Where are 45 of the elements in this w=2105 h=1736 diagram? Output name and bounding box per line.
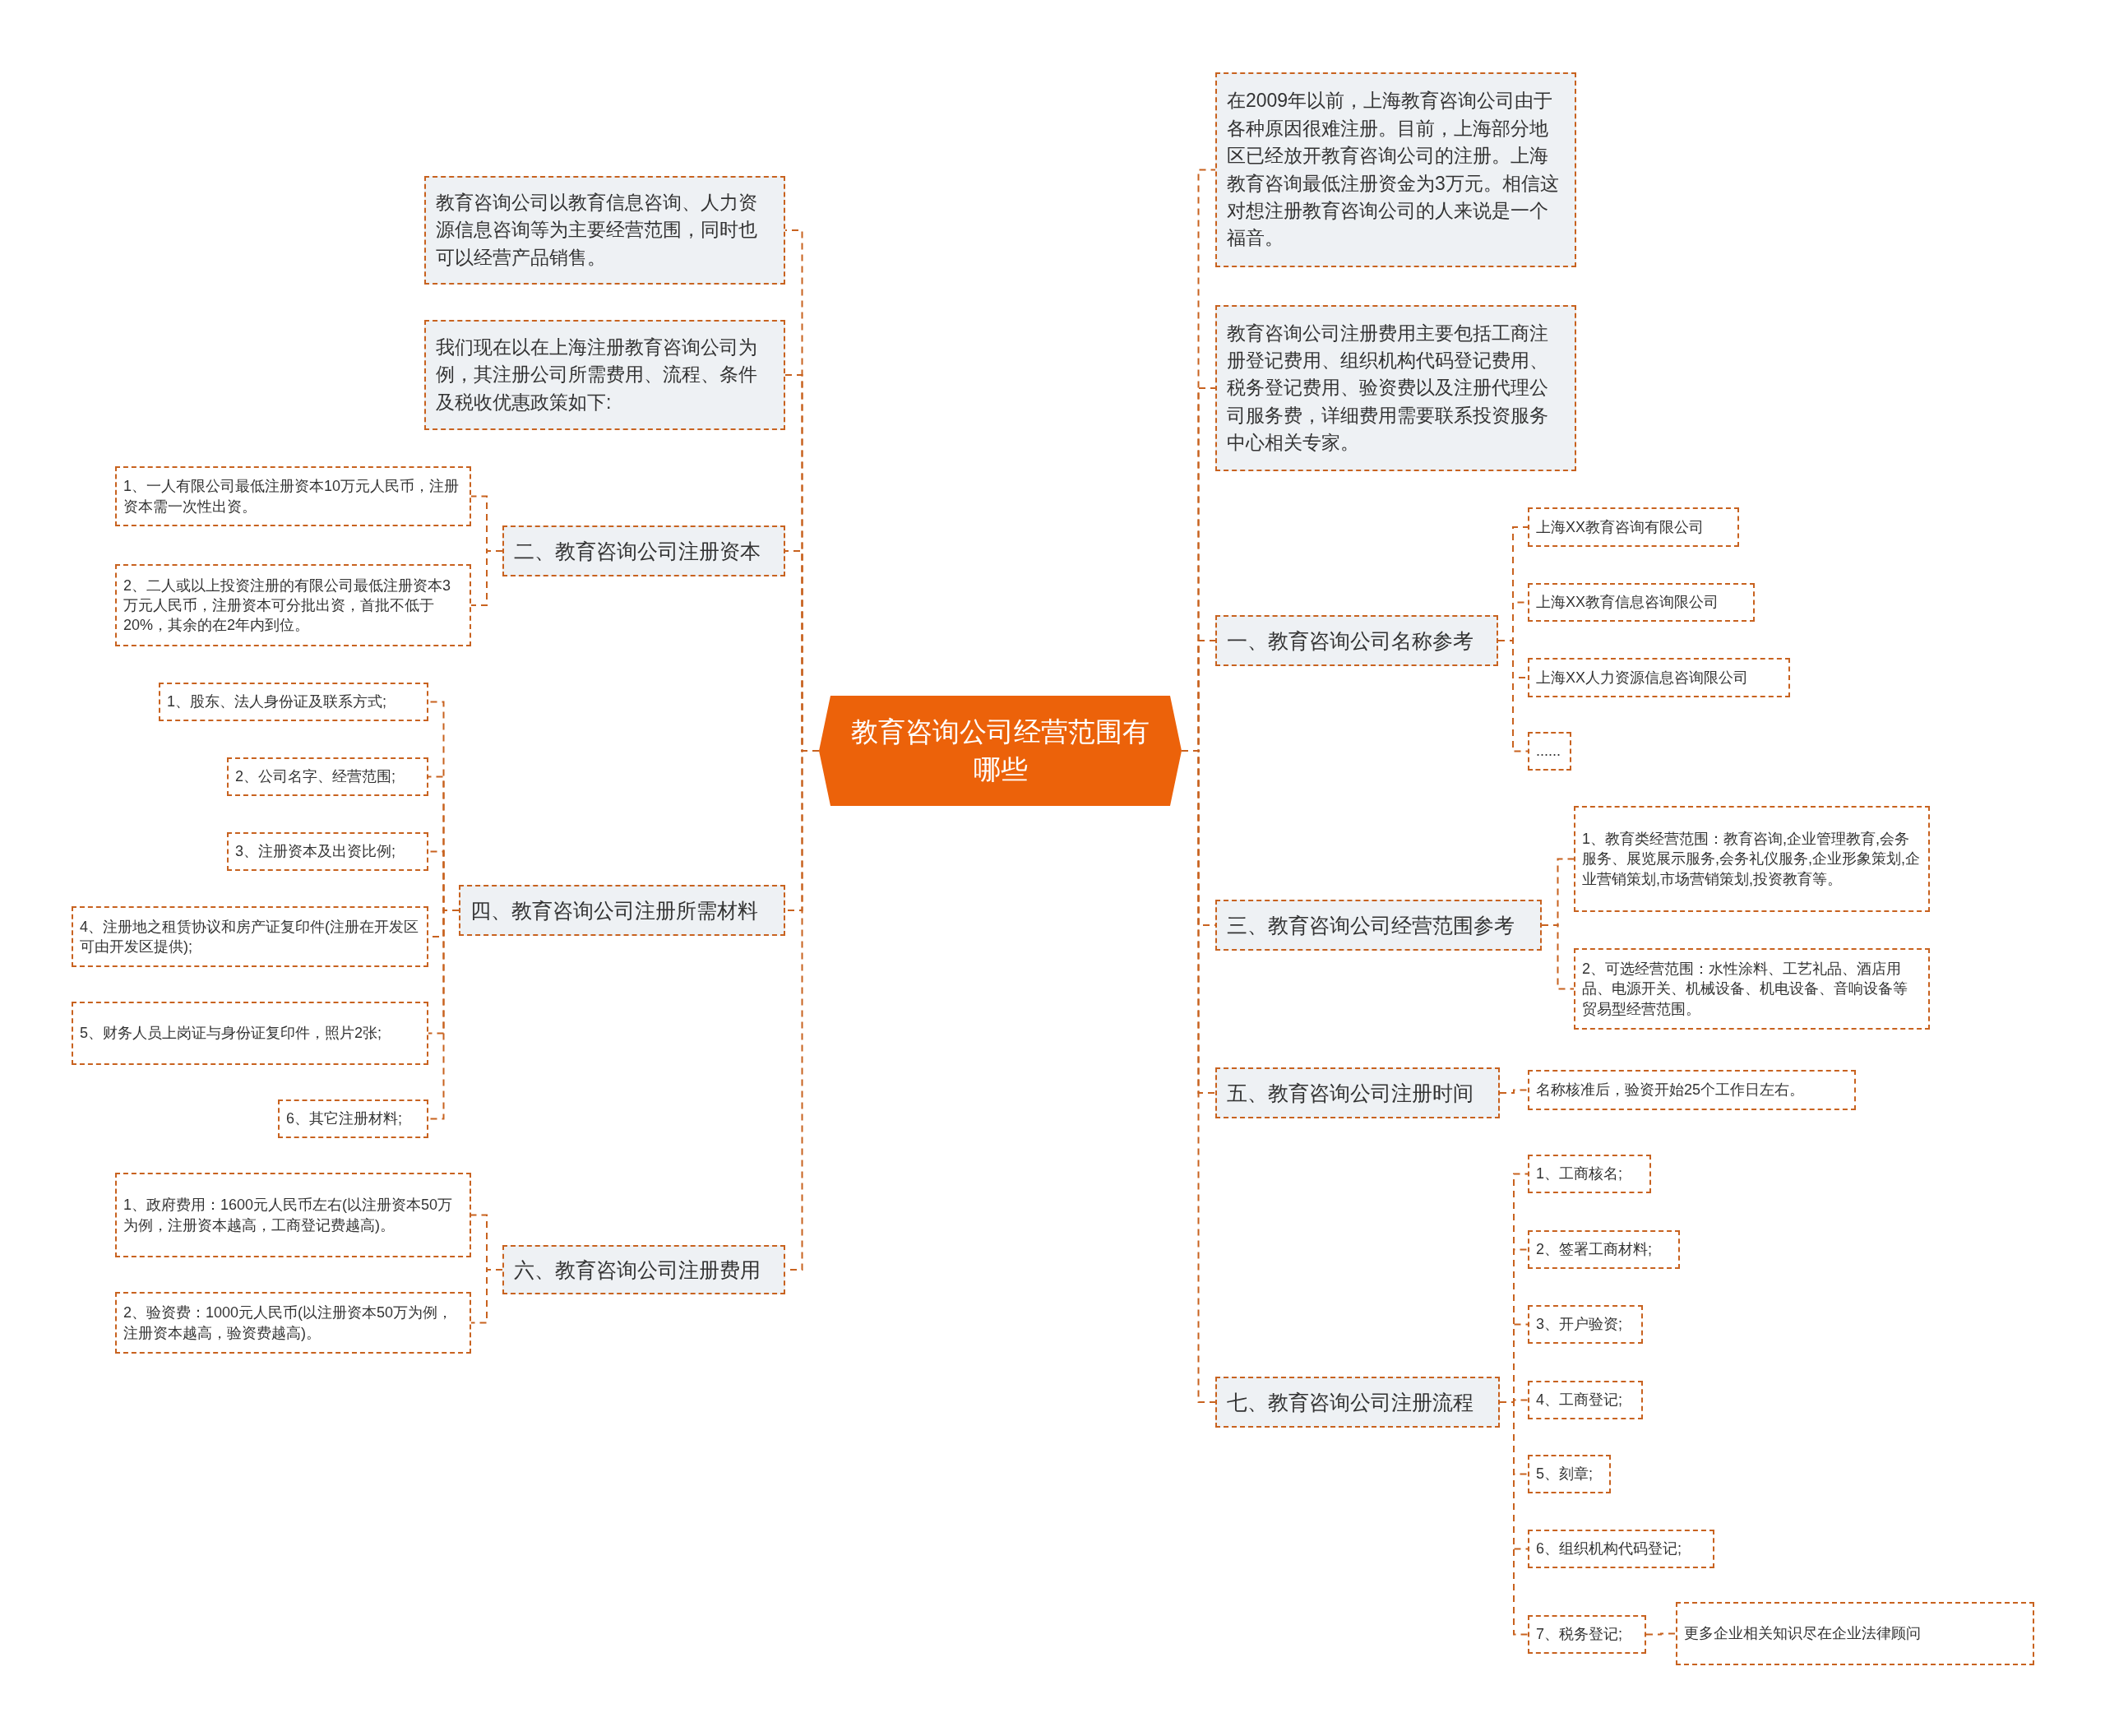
topic-box: 三、教育咨询公司经营范围参考 <box>1215 900 1542 951</box>
subtopic-box: 1、教育类经营范围：教育咨询,企业管理教育,会务服务、展览展示服务,会务礼仪服务,企业形象策划,企业营销策划,市场营销策划,投资教育等。 <box>1574 806 1930 912</box>
topic-box: 四、教育咨询公司注册所需材料 <box>459 885 785 936</box>
topic-title: 教育咨询公司经营范围有哪些 <box>850 715 1150 786</box>
subtopic-box: 上海XX人力资源信息咨询限公司 <box>1528 658 1790 697</box>
subtopic-box: 4、工商登记; <box>1528 1381 1643 1419</box>
topic-box: 七、教育咨询公司注册流程 <box>1215 1377 1500 1428</box>
connector-line <box>1499 1089 1529 1094</box>
subtopic-box: 7、税务登记; <box>1528 1615 1646 1654</box>
central-topic <box>819 696 1182 806</box>
note-box: 在2009年以前，上海教育咨询公司由于各种原因很难注册。目前，上海部分地区已经放开教育咨询公司的注册。上海教育咨询最低注册资金为3万元。相信这对想注册教育咨询公司的人来说是一个福音。 <box>1215 72 1576 267</box>
connector-line <box>470 550 503 606</box>
topic-box: 一、教育咨询公司名称参考 <box>1215 615 1498 666</box>
subtopic-box: ...... <box>1528 732 1571 771</box>
subtopic-box: 名称核准后，验资开始25个工作日左右。 <box>1528 1070 1856 1110</box>
connector-line <box>470 1269 503 1324</box>
subtopic-box: 2、签署工商材料; <box>1528 1230 1680 1269</box>
subtopic-box: 6、组织机构代码登记; <box>1528 1530 1714 1568</box>
subtopic-box: 上海XX教育信息咨询限公司 <box>1528 583 1755 622</box>
subtopic-box: 1、股东、法人身份证及联系方式; <box>159 683 428 721</box>
subtopic-box: 上海XX教育咨询有限公司 <box>1528 507 1739 547</box>
note-box: 教育咨询公司注册费用主要包括工商注册登记费用、组织机构代码登记费用、税务登记费用、验资费以及注册代理公司服务费，详细费用需要联系投资服务中心相关专家。 <box>1215 305 1576 471</box>
subtopic-box: 3、开户验资; <box>1528 1305 1643 1344</box>
subtopic-box: 2、可选经营范围：水性涂料、工艺礼品、酒店用品、电源开关、机械设备、机电设备、音响设备等贸易型经营范围。 <box>1574 948 1930 1030</box>
subtopic-box: 2、验资费：1000元人民币(以注册资本50万为例，注册资本越高，验资费越高)。 <box>115 1292 471 1354</box>
subtopic-box: 1、工商核名; <box>1528 1155 1651 1193</box>
subtopic-box: 3、注册资本及出资比例; <box>227 832 428 871</box>
topic-box: 二、教育咨询公司注册资本 <box>502 525 785 576</box>
connector-line <box>1497 640 1529 752</box>
connector-line <box>1645 1632 1677 1636</box>
subtopic-box: 5、财务人员上岗证与身份证复印件，照片2张; <box>72 1002 428 1065</box>
subtopic-box: 2、二人或以上投资注册的有限公司最低注册资本3万元人民币，注册资本可分批出资，首批不低于20%，其余的在2年内到位。 <box>115 564 471 646</box>
topic-box: 五、教育咨询公司注册时间 <box>1215 1067 1500 1118</box>
subtopic-box: 2、公司名字、经营范围; <box>227 757 428 796</box>
subtopic-box: 5、刻章; <box>1528 1455 1611 1493</box>
note-box: 教育咨询公司以教育信息咨询、人力资源信息咨询等为主要经营范围，同时也可以经营产品销售。 <box>424 176 785 285</box>
subtopic-box: 更多企业相关知识尽在企业法律顾问 <box>1676 1602 2034 1665</box>
connector-line <box>1499 1401 1529 1636</box>
connector-line <box>1541 924 1575 990</box>
subtopic-box: 1、政府费用：1600元人民币左右(以注册资本50万为例，注册资本越高，工商登记费越高)。 <box>115 1173 471 1257</box>
subtopic-box: 6、其它注册材料; <box>278 1099 428 1138</box>
subtopic-box: 1、一人有限公司最低注册资本10万元人民币，注册资本需一次性出资。 <box>115 466 471 526</box>
topic-box: 六、教育咨询公司注册费用 <box>502 1245 785 1294</box>
note-box: 我们现在以在上海注册教育咨询公司为例，其注册公司所需费用、流程、条件及税收优惠政策如下: <box>424 320 785 430</box>
subtopic-box: 4、注册地之租赁协议和房产证复印件(注册在开发区可由开发区提供); <box>72 906 428 967</box>
